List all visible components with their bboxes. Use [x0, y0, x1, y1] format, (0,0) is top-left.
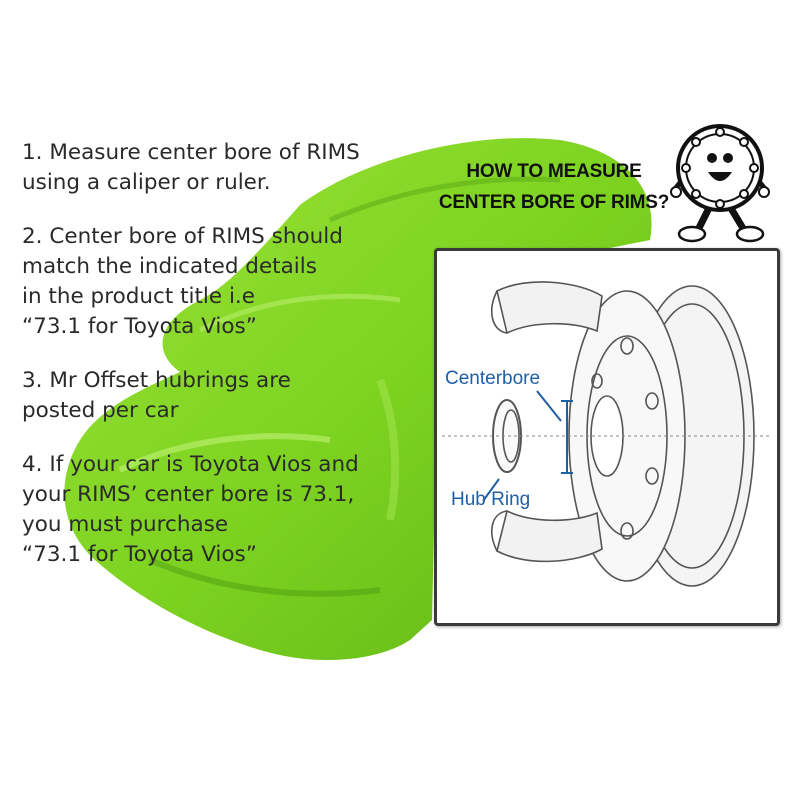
- step-3: 3. Mr Offset hubrings are posted per car: [22, 368, 291, 423]
- step-1: 1. Measure center bore of RIMS using a c…: [22, 140, 360, 195]
- heading-line-1: HOW TO MEASURE: [466, 161, 642, 182]
- page-heading: HOW TO MEASURE CENTER BORE OF RIMS?: [438, 156, 670, 218]
- hubring-label: Hub Ring: [451, 489, 530, 510]
- wheel-mascot-icon: [670, 124, 770, 243]
- instruction-steps: 1. Measure center bore of RIMS using a c…: [22, 138, 432, 594]
- step-4: 4. If your car is Toyota Vios and your R…: [22, 452, 359, 567]
- centerbore-label: Centerbore: [445, 368, 540, 389]
- centerbore-diagram: Centerbore Hub Ring: [434, 248, 780, 626]
- heading-line-2: CENTER BORE OF RIMS?: [438, 192, 670, 213]
- step-2: 2. Center bore of RIMS should match the …: [22, 224, 343, 339]
- wheel-diagram: Centerbore Hub Ring: [442, 281, 772, 587]
